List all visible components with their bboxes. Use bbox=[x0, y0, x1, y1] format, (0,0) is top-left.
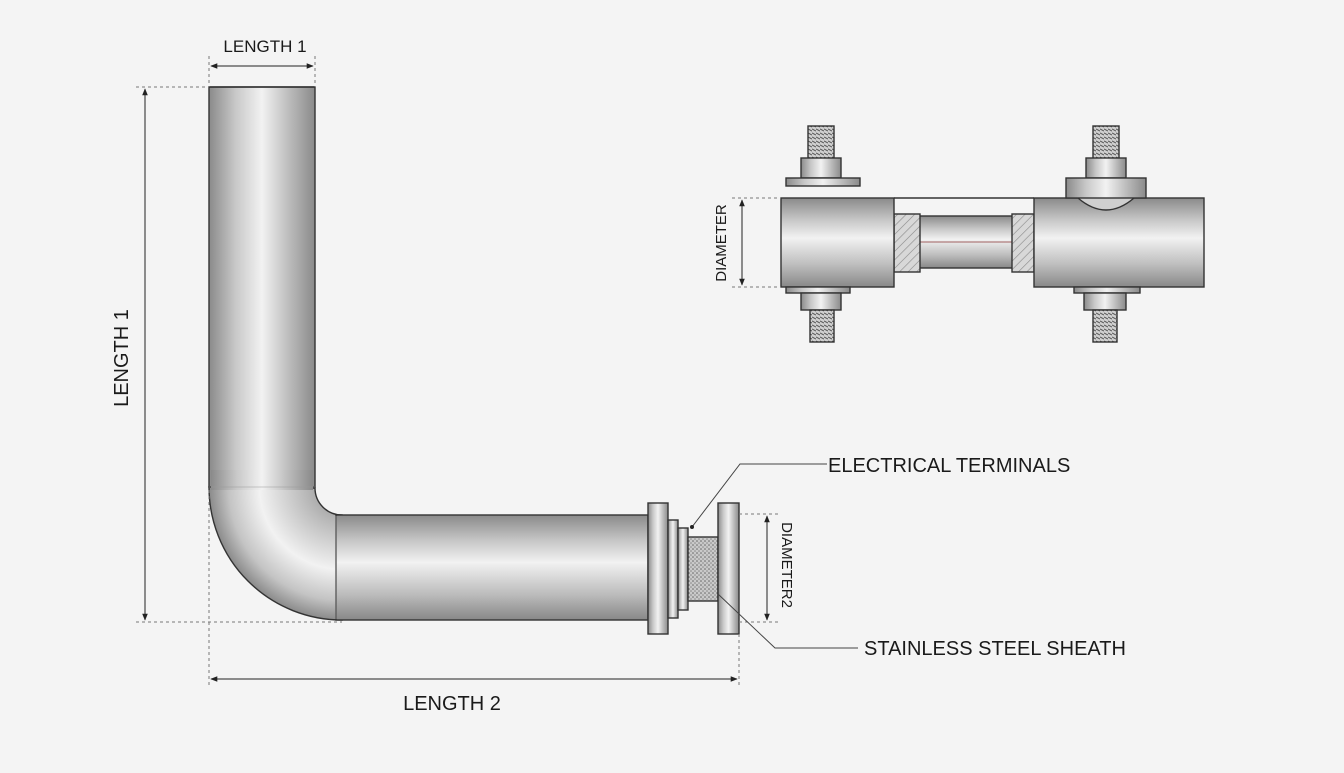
leader-terminals bbox=[691, 463, 827, 528]
left-stud-top bbox=[785, 125, 861, 187]
right-block bbox=[1033, 197, 1205, 288]
l-heater-tube bbox=[208, 86, 649, 621]
end-cap-plate bbox=[717, 502, 740, 635]
left-stud-bottom bbox=[785, 286, 851, 343]
sheath-mesh bbox=[687, 536, 719, 602]
right-stud-top bbox=[1065, 125, 1147, 199]
diameter2-label: DIAMETER2 bbox=[778, 522, 795, 608]
terminal-assembly bbox=[647, 502, 740, 635]
right-stud-bottom bbox=[1073, 286, 1141, 343]
sheath-label: STAINLESS STEEL SHEATH bbox=[864, 638, 1126, 660]
length1-side-label: LENGTH 1 bbox=[111, 309, 133, 407]
diameter-label: DIAMETER bbox=[713, 204, 730, 282]
vertical-leg bbox=[208, 86, 316, 488]
insulator-left bbox=[893, 213, 921, 273]
dimension-lines bbox=[136, 56, 858, 688]
length2-label: LENGTH 2 bbox=[403, 693, 501, 715]
left-block bbox=[780, 197, 895, 288]
tube-bend bbox=[208, 486, 343, 621]
leader-sheath bbox=[717, 593, 858, 649]
length1-top-label: LENGTH 1 bbox=[223, 37, 306, 56]
insulator-right bbox=[1011, 213, 1035, 273]
horizontal-leg bbox=[335, 514, 649, 621]
electrical-terminals-label: ELECTRICAL TERMINALS bbox=[828, 455, 1070, 477]
terminal-detail-view bbox=[732, 125, 1205, 343]
flange-plate bbox=[647, 502, 669, 635]
